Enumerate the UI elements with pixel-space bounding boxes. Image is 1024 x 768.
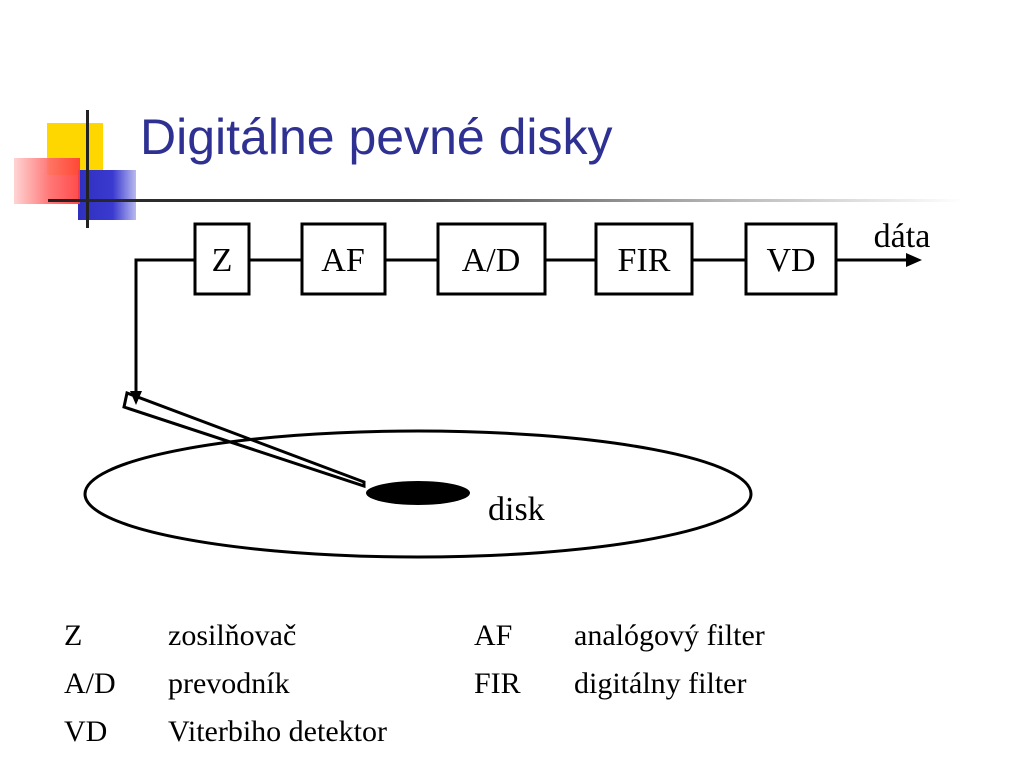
block-z: Z — [193, 222, 251, 296]
output-arrow-head — [906, 253, 922, 267]
read-head-arm — [122, 390, 366, 489]
legend-row: VD Viterbiho detektor — [64, 708, 765, 756]
block-af: AF — [300, 222, 387, 296]
block-fir: FIR — [594, 222, 694, 296]
legend-desc: Viterbiho detektor — [168, 715, 387, 748]
legend-row: Z zosilňovač AF analógový filter — [64, 612, 765, 660]
title-underline — [48, 199, 964, 202]
block-label: Z — [212, 242, 233, 279]
deco-vertical-line — [86, 110, 89, 228]
legend-abbr: Z — [64, 619, 83, 652]
legend-abbr: AF — [474, 619, 513, 652]
legend-abbr: A/D — [64, 667, 116, 700]
block-label: AF — [321, 242, 364, 279]
legend-row: A/D prevodník FIR digitálny filter — [64, 660, 765, 708]
block-label: VD — [766, 242, 815, 279]
legend-desc: zosilňovač — [168, 619, 297, 652]
legend-abbr: FIR — [474, 667, 521, 700]
block-label: FIR — [618, 242, 671, 279]
block-label: A/D — [462, 242, 521, 279]
feed-arrow-head — [130, 391, 142, 405]
disk-platter — [83, 429, 753, 559]
disk-label: disk — [488, 491, 545, 528]
slide-title: Digitálne pevné disky — [140, 109, 613, 165]
output-label: dáta — [874, 218, 931, 255]
head-feed-line — [134, 258, 195, 395]
legend-abbr: VD — [64, 715, 108, 748]
legend-desc: prevodník — [168, 667, 290, 700]
legend-desc: digitálny filter — [574, 667, 747, 700]
disk-spindle — [366, 481, 470, 505]
deco-red-square — [14, 158, 80, 204]
legend-desc: analógový filter — [574, 619, 765, 652]
block-vd: VD — [744, 222, 838, 296]
block-ad: A/D — [436, 222, 547, 296]
abbreviation-legend: Z zosilňovač AF analógový filter A/D pre… — [64, 612, 765, 756]
